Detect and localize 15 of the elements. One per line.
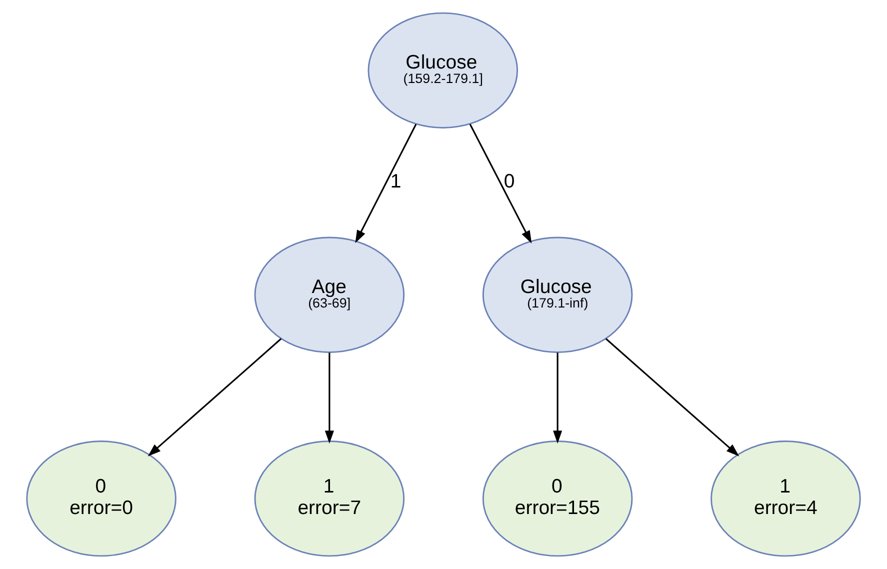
node-ellipse: Age (63-69]	[254, 236, 405, 353]
arrow	[324, 352, 334, 444]
node-ellipse: Glucose (159.2-179.1]	[368, 12, 518, 128]
arrow	[605, 338, 740, 456]
node-ellipse: 0 error=0	[26, 440, 176, 557]
edge-label: 0	[504, 170, 515, 192]
arrow	[469, 124, 532, 244]
node-ellipse: 1 error=4	[710, 440, 861, 557]
arrow	[553, 352, 562, 444]
edge-label: 1	[390, 170, 402, 192]
node-ellipse: 0 error=155	[482, 440, 633, 557]
node-ellipse: 1 error=7	[254, 440, 405, 557]
arrow	[148, 338, 282, 456]
arrow	[355, 124, 417, 244]
node-ellipse: Glucose (179.1-inf)	[482, 236, 633, 353]
